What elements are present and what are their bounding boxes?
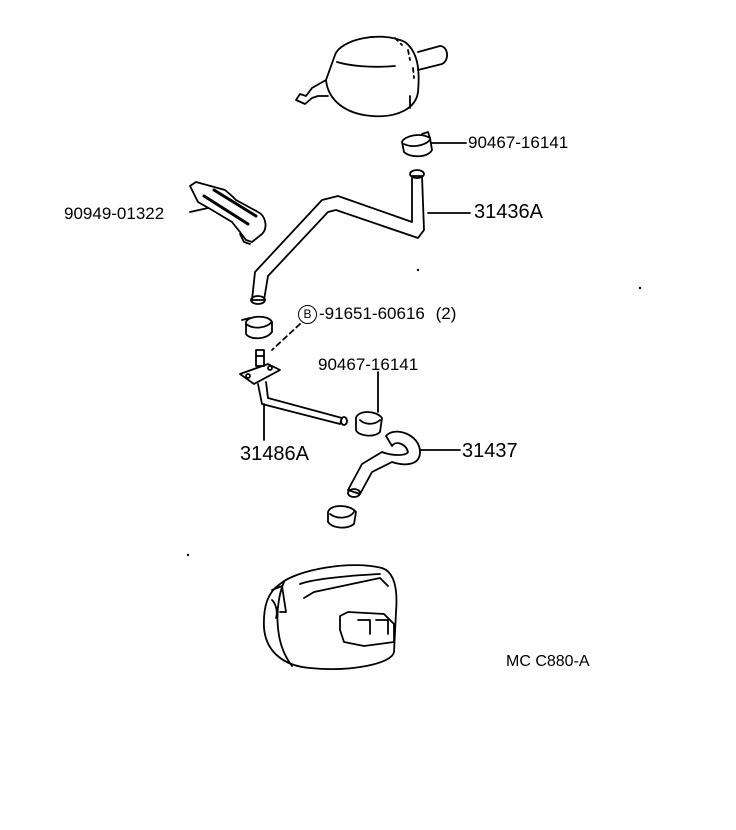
label-clamp-top: 90467-16141 [468, 133, 569, 152]
label-clamp-mid: 90467-16141 [318, 355, 419, 374]
label-bolt-number: -91651-60616 [319, 304, 425, 323]
label-hose-upper: 31436A [474, 201, 543, 223]
label-hose-lower: 31437 [462, 440, 518, 462]
label-bolt: B-91651-60616 (2) [298, 304, 457, 325]
label-bolt-qty: (2) [435, 304, 457, 323]
clamp-bottom [327, 505, 357, 529]
top-canister [295, 35, 448, 118]
specks [186, 268, 642, 557]
bolt-group [255, 323, 301, 367]
hose-upper [250, 169, 471, 305]
label-pipe: 31486A [240, 443, 309, 465]
clamp-lower-left [241, 315, 273, 340]
bracket [189, 181, 267, 245]
label-bracket: 90949-01322 [64, 204, 165, 223]
clamp-top [401, 131, 467, 158]
clamp-mid [355, 371, 383, 437]
bolt-marker-icon: B [298, 305, 317, 325]
pipe-assembly [239, 363, 348, 441]
hose-lower [347, 430, 461, 498]
bottom-canister [263, 564, 398, 670]
diagram-ref-code: MC C880-A [506, 653, 590, 670]
